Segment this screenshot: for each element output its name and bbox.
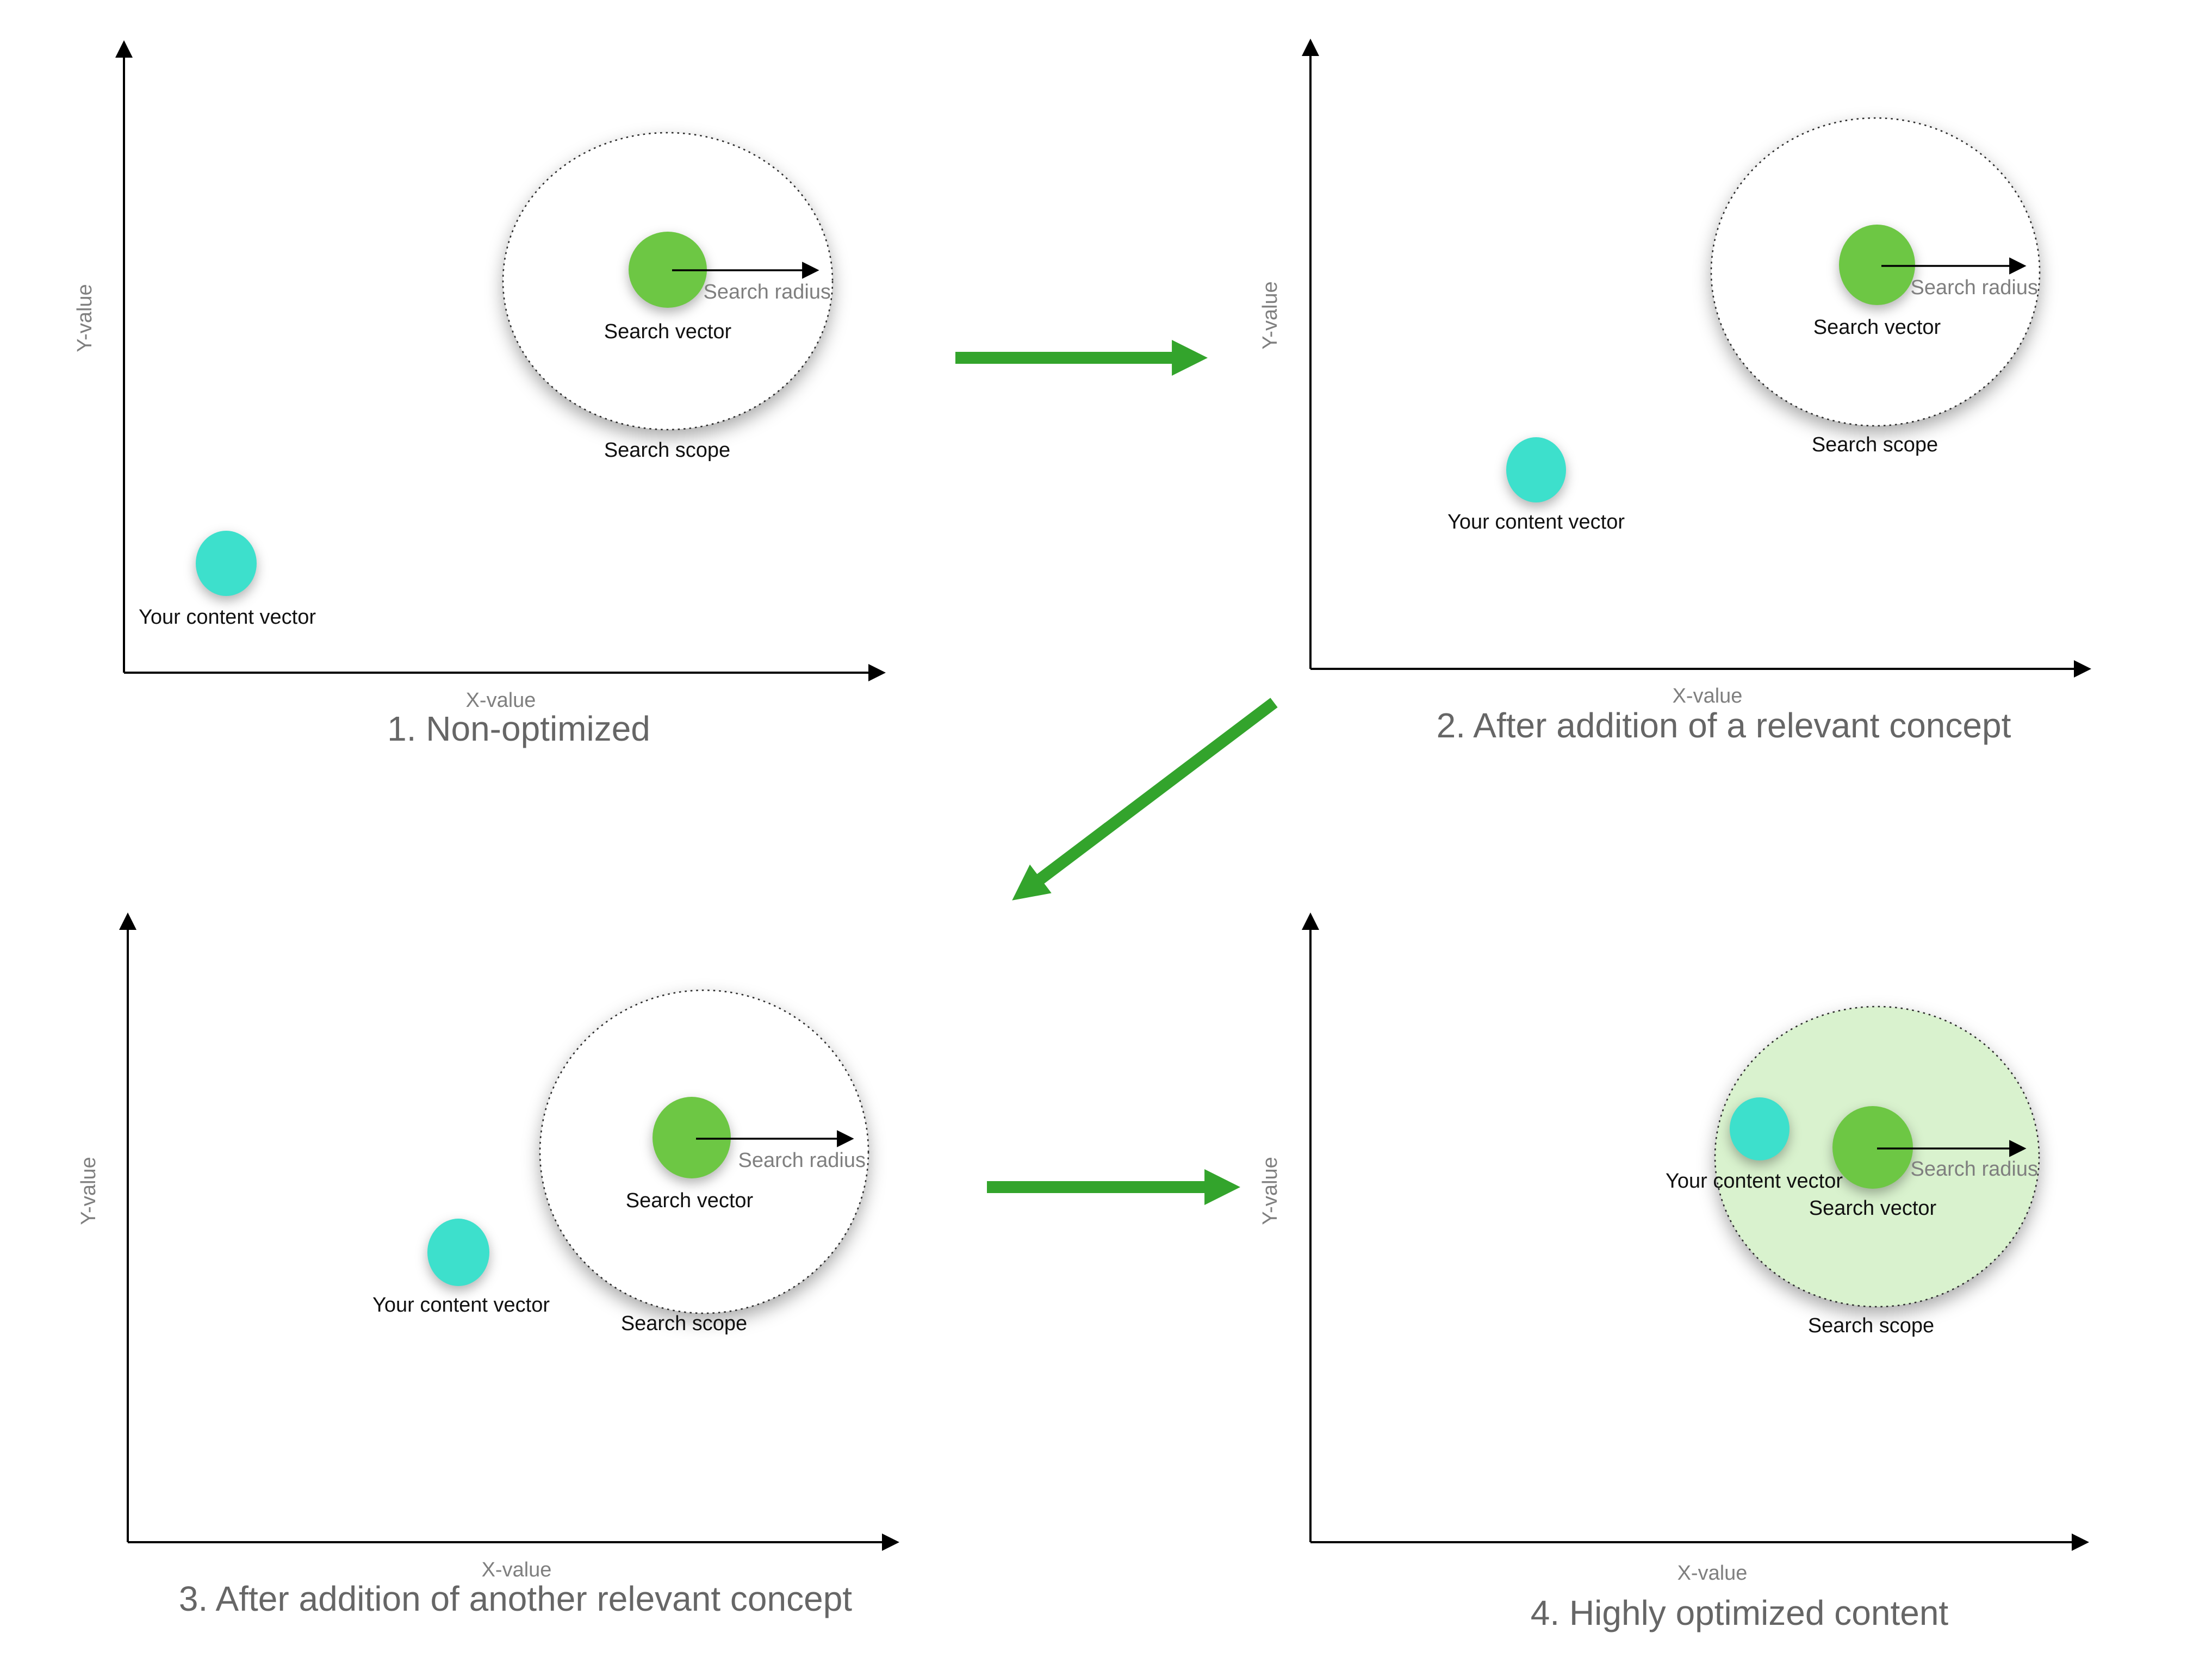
search-radius-label: Search radius bbox=[1911, 1158, 2038, 1181]
search-vector-dot bbox=[1832, 1106, 1913, 1189]
x-axis-label: X-value bbox=[1673, 685, 1743, 707]
content-vector-label: Your content vector bbox=[1447, 511, 1625, 533]
search-radius-label: Search radius bbox=[738, 1149, 866, 1172]
panel-title: 1. Non-optimized bbox=[387, 709, 650, 748]
x-axis-label: X-value bbox=[482, 1559, 552, 1581]
search-radius-label: Search radius bbox=[1911, 276, 2038, 299]
content-vector-dot bbox=[427, 1219, 489, 1286]
y-axis-label: Y-value bbox=[1259, 1157, 1282, 1225]
search-radius-label: Search radius bbox=[704, 281, 831, 303]
y-axis-label: Y-value bbox=[77, 1157, 100, 1225]
x-axis-label: X-value bbox=[466, 689, 536, 712]
content-vector-dot bbox=[1506, 437, 1566, 502]
search-scope-label: Search scope bbox=[621, 1312, 747, 1335]
content-vector-dot bbox=[196, 531, 257, 596]
search-vector-dot bbox=[629, 232, 707, 308]
search-vector-label: Search vector bbox=[626, 1189, 754, 1212]
search-scope-label: Search scope bbox=[1812, 433, 1938, 456]
search-scope-label: Search scope bbox=[1808, 1314, 1934, 1337]
search-scope-label: Search scope bbox=[604, 439, 730, 462]
content-vector-label: Your content vector bbox=[1666, 1170, 1843, 1193]
search-vector-label: Search vector bbox=[1809, 1197, 1937, 1220]
panel-2-relevant-concept: Y-value X-value Search radius Search vec… bbox=[1259, 39, 2091, 745]
panel-title: 2. After addition of a relevant concept bbox=[1437, 706, 2011, 745]
search-vector-dot bbox=[1839, 225, 1915, 305]
search-vector-label: Search vector bbox=[604, 320, 732, 343]
panel-3-another-relevant-concept: Y-value X-value Search radius Search vec… bbox=[77, 912, 899, 1618]
panel-title: 4. Highly optimized content bbox=[1531, 1593, 1949, 1632]
content-vector-dot bbox=[1730, 1097, 1790, 1160]
panel-title: 3. After addition of another relevant co… bbox=[179, 1579, 852, 1618]
x-axis-label: X-value bbox=[1677, 1562, 1748, 1585]
content-vector-label: Your content vector bbox=[139, 606, 316, 629]
panel-1-non-optimized: Y-value X-value Search radius Search vec… bbox=[73, 40, 886, 748]
search-vector-label: Search vector bbox=[1813, 316, 1941, 339]
flow-arrow-step-2-to-3 bbox=[1012, 698, 1278, 901]
y-axis-label: Y-value bbox=[73, 284, 96, 352]
y-axis-label: Y-value bbox=[1259, 281, 1282, 349]
search-vector-dot bbox=[653, 1097, 731, 1178]
panel-4-highly-optimized: Y-value X-value Search radius Your conte… bbox=[1259, 912, 2089, 1632]
content-vector-label: Your content vector bbox=[372, 1294, 550, 1317]
flow-arrows bbox=[955, 340, 1278, 1205]
